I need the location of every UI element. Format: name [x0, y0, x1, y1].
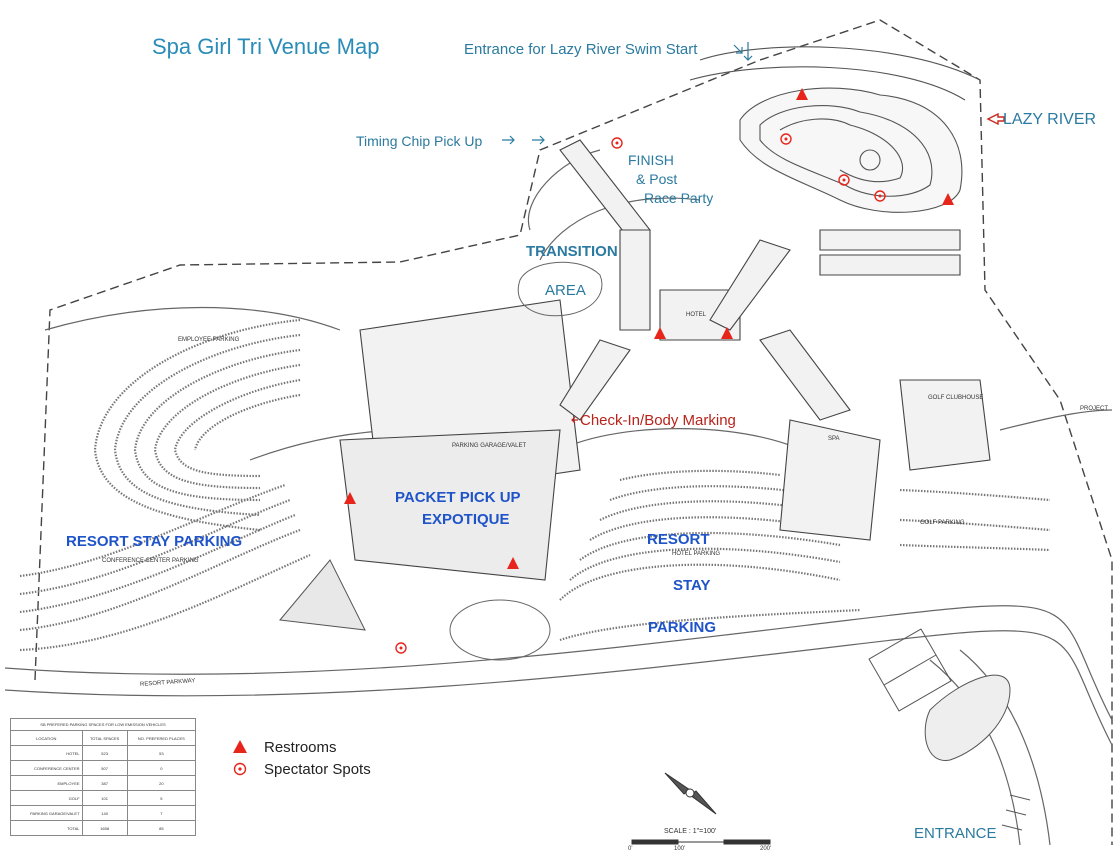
parking-table-caption: SB PREFERED PARKING SPACES FOR LOW EMISS…: [10, 718, 196, 730]
restroom-marker: [942, 193, 954, 205]
spectator-marker: [611, 137, 623, 149]
lake: [924, 674, 1011, 761]
resort-buildings: [339, 139, 991, 581]
employee-parking-label: EMPLOYEE PARKING: [178, 337, 240, 343]
checkin-arrow-icon: [571, 416, 578, 424]
table-cell: 387: [81, 775, 128, 791]
area-label: AREA: [545, 282, 586, 299]
table-cell: EMPLOYEE: [10, 775, 83, 791]
scale-100-label: 100': [674, 846, 686, 852]
restroom-marker: [344, 492, 356, 504]
parking-label: PARKING: [648, 619, 717, 636]
table-cell: 523: [81, 745, 128, 761]
parking-garage-label: PARKING GARAGE/VALET: [452, 443, 527, 449]
restroom-marker: [796, 88, 808, 100]
scale-label: SCALE : 1"=100': [664, 828, 717, 835]
property-boundary: [34, 19, 1113, 845]
lazy-river-arrow-icon: [986, 112, 1005, 126]
legend-spectator-label: Spectator Spots: [264, 761, 371, 778]
table-cell: TOTAL: [10, 820, 83, 836]
table-header: TOTAL SPACES: [81, 730, 128, 746]
scale-bar: [631, 839, 771, 845]
transition-area: [517, 261, 603, 317]
table-cell: GOLF: [10, 790, 83, 806]
hotel-parking-label: HOTEL PARKING: [672, 551, 721, 557]
checkin-label: Check-In/Body Marking: [580, 412, 736, 429]
table-cell: 85: [126, 820, 197, 836]
table-cell: HOTEL: [10, 745, 83, 761]
conference-parking-label: CONFERENCE CENTER PARKING: [102, 558, 199, 564]
map-title: Spa Girl Tri Venue Map: [152, 34, 380, 59]
lazy-river-label: LAZY RIVER: [1003, 111, 1097, 128]
spectator-marker: [874, 190, 886, 202]
table-cell: 1658: [81, 820, 128, 836]
tennis-courts: [868, 628, 952, 712]
parking-table: SB PREFERED PARKING SPACES FOR LOW EMISS…: [10, 718, 197, 836]
timing-chip-label: Timing Chip Pick Up: [356, 133, 483, 149]
table-cell: PARKING GARAGE/VALET: [10, 805, 83, 821]
scale-0-label: 0': [628, 846, 633, 852]
pond-left: [279, 559, 366, 631]
scale-200-label: 200': [760, 846, 772, 852]
restroom-marker: [721, 327, 733, 339]
table-cell: 20: [126, 775, 197, 791]
spectator-markers: [395, 133, 886, 654]
finish-label-line1: FINISH: [628, 152, 674, 168]
north-arrow-icon: [664, 772, 717, 815]
finish-label-line2: & Post: [636, 171, 678, 187]
spectator-marker: [780, 133, 792, 145]
restroom-marker: [507, 557, 519, 569]
resort-stay-parking-left-label: RESORT STAY PARKING: [66, 533, 243, 550]
packet-pickup-label: PACKET PICK UP: [395, 489, 521, 506]
hotel-label: HOTEL: [686, 312, 707, 318]
table-cell: 507: [81, 760, 128, 776]
legend-spectator-icon: [233, 762, 247, 776]
lazy-river-area: [689, 46, 981, 213]
roundabout: [449, 599, 551, 661]
table-cell: 0: [126, 760, 197, 776]
legend-restroom-icon: [233, 740, 247, 753]
transition-label: TRANSITION: [526, 243, 618, 260]
restroom-markers: [344, 88, 954, 569]
table-header-row: LOCATION TOTAL SPACES NO. PREFERED PLACE…: [10, 730, 197, 746]
expotique-label: EXPOTIQUE: [422, 511, 510, 528]
table-header: NO. PREFERED PLACES: [126, 730, 197, 746]
resort-label: RESORT: [647, 531, 710, 548]
legend-restrooms-label: Restrooms: [264, 739, 337, 756]
spectator-marker: [395, 642, 407, 654]
table-cell: 53: [126, 745, 197, 761]
entrance-label: ENTRANCE: [914, 825, 997, 842]
table-cell: CONFERENCE CENTER: [10, 760, 83, 776]
golf-parking-label: GOLF PARKING: [920, 520, 965, 526]
table-cell: 5: [126, 790, 197, 806]
golf-clubhouse-label: GOLF CLUBHOUSE: [928, 395, 984, 401]
left-parking-rows: [19, 318, 311, 652]
center-parking-rows: [559, 469, 1051, 642]
spa-label: SPA: [828, 436, 840, 442]
finish-label-line3: Race Party: [644, 190, 714, 206]
table-cell: 140: [81, 805, 128, 821]
table-header: LOCATION: [10, 730, 83, 746]
entrance-gate: [1001, 794, 1031, 831]
spectator-marker: [838, 174, 850, 186]
direction-arrows: [502, 42, 753, 145]
table-cell: 101: [81, 790, 128, 806]
lazy-river-entrance-label: Entrance for Lazy River Swim Start: [464, 41, 698, 58]
table-cell: 7: [126, 805, 197, 821]
restroom-marker: [654, 327, 666, 339]
stay-label: STAY: [673, 577, 711, 594]
project-label: PROJECT: [1080, 406, 1109, 412]
